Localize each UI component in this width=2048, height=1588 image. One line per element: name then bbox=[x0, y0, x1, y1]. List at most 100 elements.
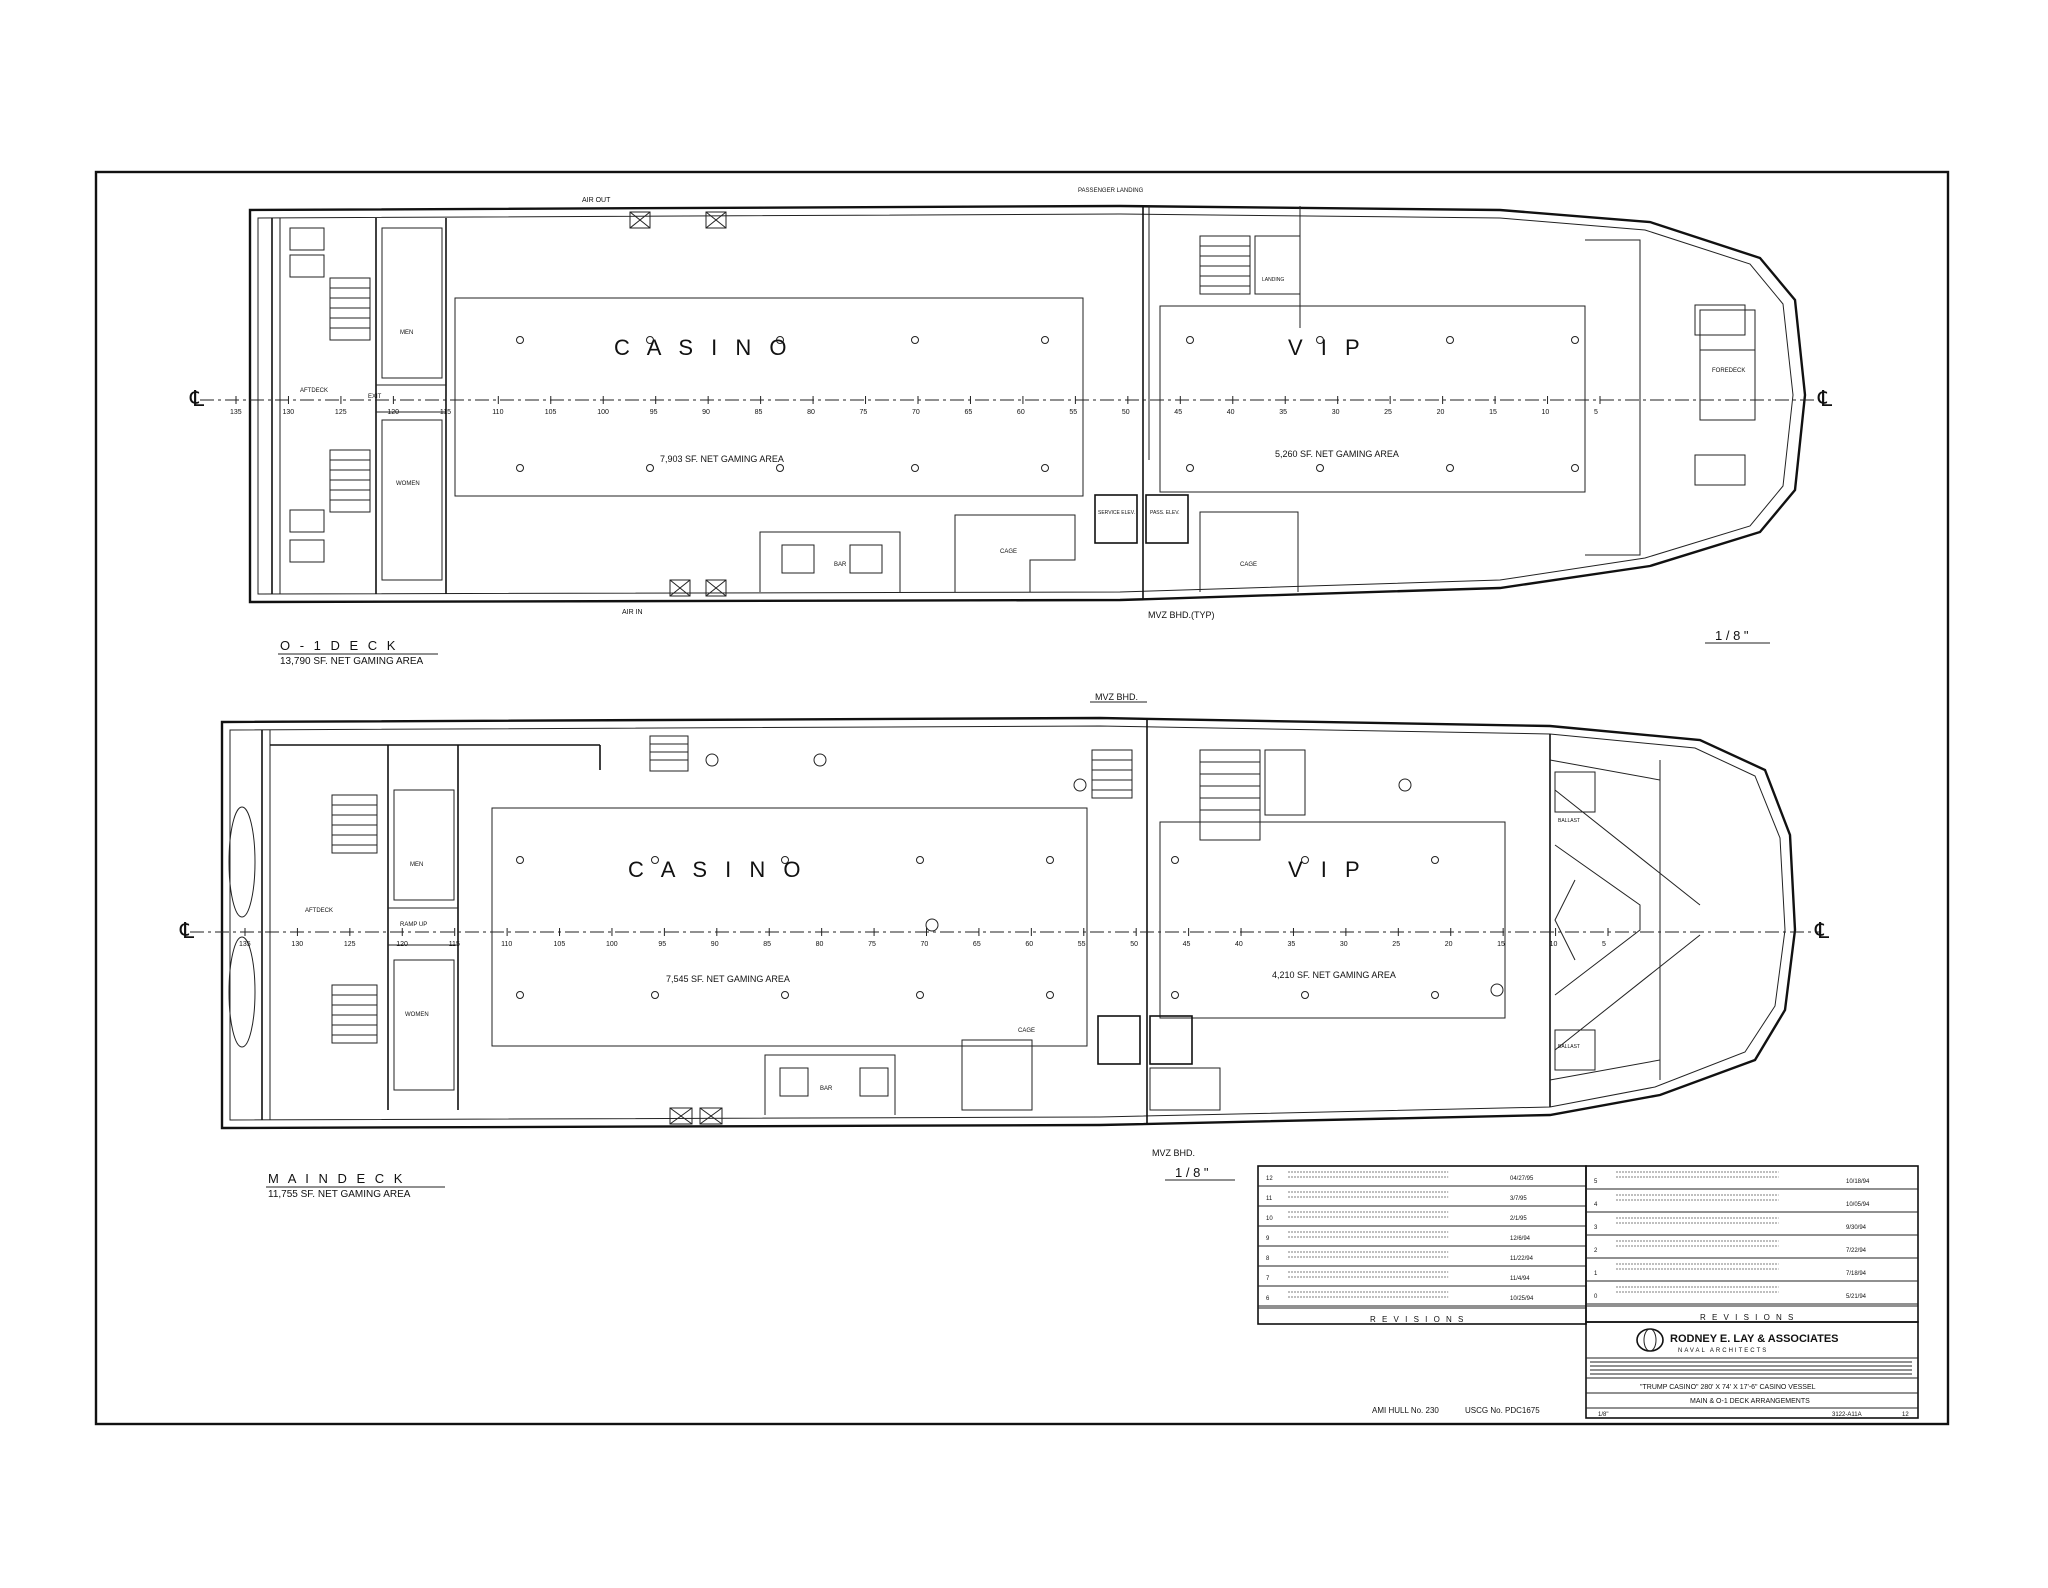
frame-label: 50 bbox=[1122, 409, 1130, 416]
o1-passenger-landing-label: PASSENGER LANDING bbox=[1078, 188, 1144, 194]
o1-cage2-label: CAGE bbox=[1240, 562, 1257, 568]
uscg-number: USCG No. PDC1675 bbox=[1465, 1406, 1540, 1415]
frame-label: 105 bbox=[545, 409, 557, 416]
frame-label: 65 bbox=[973, 941, 981, 948]
frame-label: 125 bbox=[344, 941, 356, 948]
frame-label: 135 bbox=[239, 941, 251, 948]
frame-label: 105 bbox=[554, 941, 566, 948]
frame-label: 90 bbox=[702, 409, 710, 416]
revision-no: 0 bbox=[1594, 1294, 1598, 1300]
main-hull-outline bbox=[220, 716, 1797, 1130]
frame-label: 115 bbox=[449, 941, 460, 948]
main-aftdeck-label: AFTDECK bbox=[305, 908, 333, 914]
main-mvz-bottom-label: MVZ BHD. bbox=[1152, 1148, 1195, 1158]
firm-subtitle: NAVAL ARCHITECTS bbox=[1678, 1348, 1768, 1354]
frame-label: 45 bbox=[1174, 409, 1182, 416]
frame-label: 10 bbox=[1550, 941, 1558, 948]
revision-no: 11 bbox=[1266, 1196, 1273, 1202]
drawing-number: 3122-A11A bbox=[1832, 1412, 1862, 1418]
frame-label: 130 bbox=[291, 941, 303, 948]
frame-label: 110 bbox=[501, 941, 512, 948]
revision-date: 5/21/94 bbox=[1846, 1294, 1867, 1300]
o1-service-elevator bbox=[1094, 494, 1138, 544]
main-service-elevator bbox=[1097, 1015, 1141, 1065]
frame-label: 40 bbox=[1235, 941, 1243, 948]
frame-label: 55 bbox=[1069, 409, 1077, 416]
revision-date: 3/7/95 bbox=[1510, 1196, 1527, 1202]
o1-vents bbox=[629, 211, 727, 597]
main-casino-area bbox=[491, 807, 1088, 1047]
svg-text:℄: ℄ bbox=[1814, 918, 1830, 943]
main-womens-room bbox=[393, 959, 455, 1091]
sheet-border bbox=[94, 170, 1950, 1426]
revision-no: 6 bbox=[1266, 1296, 1270, 1302]
revisions-right-heading: R E V I S I O N S bbox=[1700, 1313, 1795, 1322]
o1-casino-area-label: 7,903 SF. NET GAMING AREA bbox=[660, 454, 784, 464]
revision-date: 04/27/95 bbox=[1510, 1176, 1534, 1182]
main-vip-area-label: 4,210 SF. NET GAMING AREA bbox=[1272, 970, 1396, 980]
revision-date: 11/22/94 bbox=[1510, 1256, 1534, 1262]
frame-label: 115 bbox=[440, 409, 451, 416]
main-ballast2-label: BALLAST bbox=[1558, 1044, 1580, 1050]
revision-no: 1 bbox=[1594, 1271, 1598, 1277]
frame-label: 60 bbox=[1025, 941, 1033, 948]
frame-label: 75 bbox=[868, 941, 876, 948]
frame-label: 120 bbox=[387, 409, 399, 416]
drawing-title: MAIN & O-1 DECK ARRANGEMENTS bbox=[1690, 1398, 1810, 1405]
main-women-label: WOMEN bbox=[405, 1012, 429, 1018]
frame-label: 70 bbox=[921, 941, 929, 948]
frame-label: 95 bbox=[650, 409, 658, 416]
frame-label: 55 bbox=[1078, 941, 1086, 948]
frame-label: 35 bbox=[1287, 941, 1295, 948]
svg-text:℄: ℄ bbox=[189, 386, 205, 411]
main-mvz-top-label: MVZ BHD. bbox=[1095, 692, 1138, 702]
frame-label: 60 bbox=[1017, 409, 1025, 416]
main-stanchions bbox=[516, 753, 1504, 999]
frame-label: 20 bbox=[1437, 409, 1445, 416]
o1-vip-stair bbox=[1199, 235, 1251, 295]
o1-men-label: MEN bbox=[400, 330, 413, 336]
o1-vip-area-label: 5,260 SF. NET GAMING AREA bbox=[1275, 449, 1399, 459]
svg-text:℄: ℄ bbox=[1817, 386, 1833, 411]
o1-hull-outline bbox=[248, 204, 1807, 604]
o1-cage bbox=[954, 514, 1076, 592]
o1-stair-port bbox=[329, 277, 371, 341]
main-casino-label: C A S I N O bbox=[628, 857, 806, 882]
frame-label: 95 bbox=[658, 941, 666, 948]
frame-label: 30 bbox=[1340, 941, 1348, 948]
frame-label: 90 bbox=[711, 941, 719, 948]
main-deck-title: M A I N D E C K bbox=[268, 1171, 405, 1186]
revision-date: 10/05/94 bbox=[1846, 1202, 1870, 1208]
main-men-label: MEN bbox=[410, 862, 423, 868]
o1-foredeck-label: FOREDECK bbox=[1712, 368, 1745, 374]
revision-no: 12 bbox=[1266, 1176, 1273, 1182]
o1-vip-area bbox=[1159, 305, 1586, 493]
frame-label: 70 bbox=[912, 409, 920, 416]
frame-label: 40 bbox=[1227, 409, 1235, 416]
main-hull-inner bbox=[229, 725, 1786, 1121]
svg-text:℄: ℄ bbox=[179, 918, 195, 943]
main-casino-area-label: 7,545 SF. NET GAMING AREA bbox=[666, 974, 790, 984]
o1-stair-stbd bbox=[329, 449, 371, 513]
o1-service-elev-label: SERVICE ELEV. bbox=[1098, 510, 1135, 516]
o1-deck-title: O - 1 D E C K bbox=[280, 638, 398, 653]
revision-no: 10 bbox=[1266, 1216, 1273, 1222]
revision-date: 11/4/94 bbox=[1510, 1276, 1530, 1282]
project-title: "TRUMP CASINO" 280' X 74' X 17'-6" CASIN… bbox=[1640, 1384, 1816, 1391]
main-vents bbox=[669, 1107, 723, 1125]
o1-mvz-label: MVZ BHD.(TYP) bbox=[1148, 610, 1215, 620]
frame-label: 25 bbox=[1384, 409, 1392, 416]
frame-label: 80 bbox=[816, 941, 824, 948]
frame-label: 75 bbox=[860, 409, 868, 416]
firm-name: RODNEY E. LAY & ASSOCIATES bbox=[1670, 1333, 1839, 1345]
frame-label: 30 bbox=[1332, 409, 1340, 416]
main-cage-label: CAGE bbox=[1018, 1028, 1035, 1034]
revision-no: 7 bbox=[1266, 1276, 1270, 1282]
revision-date: 10/25/94 bbox=[1510, 1296, 1534, 1302]
frame-label: 5 bbox=[1594, 409, 1598, 416]
frame-label: 100 bbox=[606, 941, 618, 948]
